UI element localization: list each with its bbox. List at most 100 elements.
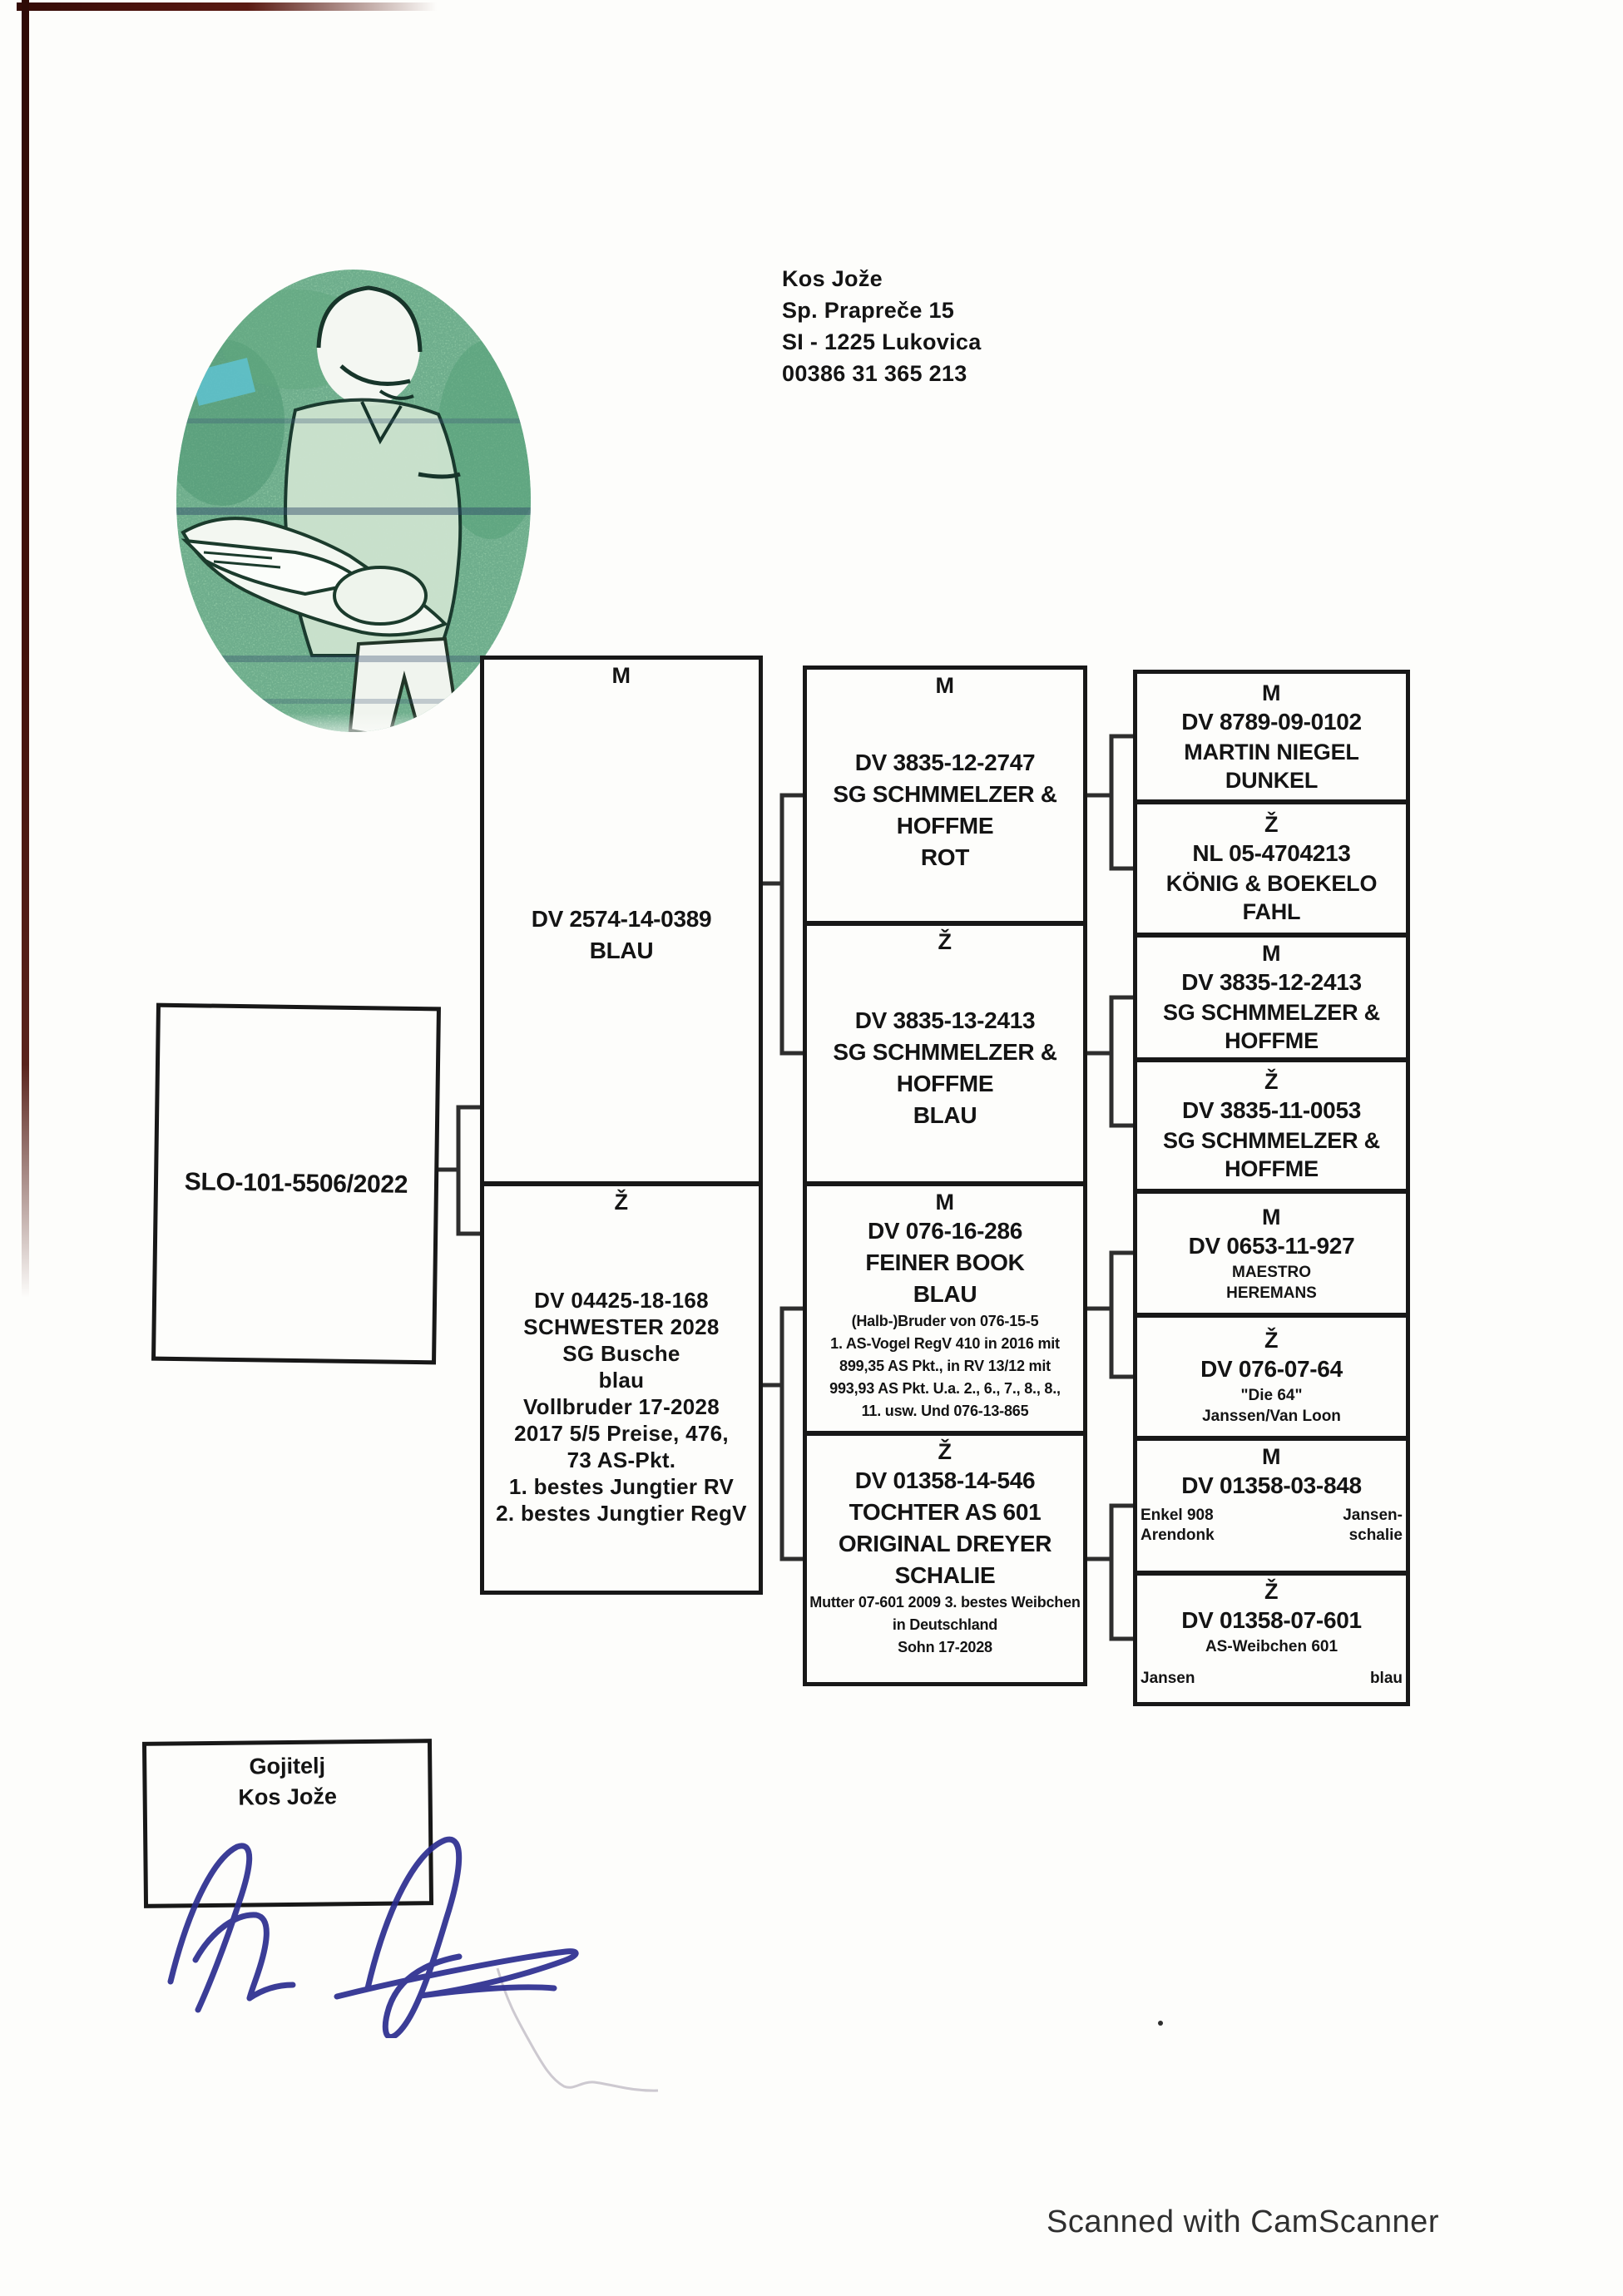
- sex-label: M: [611, 663, 631, 688]
- text-line: TOCHTER AS 601: [849, 1499, 1042, 1525]
- gen3-box-6: Ž DV 076-07-64 "Die 64"Janssen/Van Loon: [1133, 1314, 1410, 1440]
- signature: [167, 1836, 579, 2038]
- text-line: Jansen: [1141, 1670, 1195, 1687]
- ink-dot: [1158, 2021, 1163, 2026]
- ring-number: DV 01358-07-601: [1181, 1607, 1362, 1633]
- sex-label: M: [1262, 1444, 1281, 1469]
- sex-label: M: [1262, 1204, 1281, 1230]
- corner-note-right: blau: [1370, 1669, 1403, 1689]
- text-line: schalie: [1348, 1527, 1403, 1544]
- owner-address-line2: SI - 1225 Lukovica: [782, 329, 982, 354]
- owner-phone: 00386 31 365 213: [782, 361, 967, 386]
- text-line: SG SCHMMELZER &: [833, 780, 1057, 807]
- text-line: 11. usw. Und 076-13-865: [861, 1403, 1029, 1419]
- text-line: BLAU: [913, 1102, 977, 1128]
- ring-number: DV 3835-12-2413: [1181, 969, 1362, 995]
- scanner-credit: Scanned with CamScanner: [1047, 2204, 1439, 2239]
- sex-label: Ž: [1264, 1579, 1279, 1604]
- text-line: DV 3835-12-2747: [854, 749, 1036, 775]
- box-small-lines: AS-Weibchen 601: [1137, 1636, 1406, 1657]
- text-line: FAHL: [1242, 899, 1301, 924]
- text-line: DV 3835-13-2413: [854, 1007, 1036, 1033]
- box-lines: SG SCHMMELZER &HOFFME: [1137, 1126, 1406, 1183]
- text-line: DV 04425-18-168: [534, 1288, 709, 1313]
- owner-contact-block: Kos Jože Sp. Prapreče 15 SI - 1225 Lukov…: [782, 263, 982, 389]
- text-line: in Deutschland: [892, 1616, 998, 1633]
- gen3-box-4: Ž DV 3835-11-0053 SG SCHMMELZER &HOFFME: [1133, 1058, 1410, 1193]
- ring-number: DV 01358-03-848: [1181, 1472, 1362, 1498]
- text-line: HEREMANS: [1226, 1284, 1317, 1302]
- text-line: blau: [1369, 1670, 1403, 1687]
- text-line: HOFFME: [1225, 1028, 1319, 1053]
- text-line: KÖNIG & BOEKELO: [1165, 871, 1378, 896]
- box-small-lines: (Halb-)Bruder von 076-15-5 1. AS-Vogel Re…: [807, 1310, 1083, 1423]
- owner-name: Kos Jože: [782, 266, 883, 291]
- sex-label: Ž: [1264, 1328, 1279, 1353]
- text-line: Sohn 17-2028: [898, 1639, 992, 1655]
- text-line: BLAU: [589, 938, 654, 963]
- text-line: 2. bestes Jungtier RegV: [496, 1501, 747, 1526]
- ring-number: NL 05-4704213: [1192, 840, 1351, 866]
- box-lines: SG SCHMMELZER & HOFFME: [1137, 998, 1406, 1055]
- text-line: FEINER BOOK: [865, 1249, 1025, 1275]
- gen3-box-3: M DV 3835-12-2413 SG SCHMMELZER &HOFFME: [1133, 933, 1410, 1061]
- text-line: "Die 64": [1240, 1387, 1303, 1404]
- sex-label: M: [1262, 680, 1281, 705]
- sex-label: M: [935, 673, 955, 698]
- text-line: blau: [598, 1368, 645, 1393]
- text-line: HOFFME: [1225, 1156, 1319, 1181]
- text-line: HOFFME: [896, 812, 994, 839]
- sex-label: Ž: [938, 1439, 953, 1464]
- text-line: DV 01358-14-546: [854, 1467, 1036, 1493]
- text-line: MARTIN NIEGEL: [1184, 739, 1359, 765]
- text-line: AS-Weibchen 601: [1205, 1638, 1338, 1655]
- text-line: 2017 5/5 Preise, 476,: [514, 1421, 729, 1446]
- text-line: Jansen-: [1343, 1507, 1403, 1524]
- text-line: SG Busche: [562, 1341, 680, 1366]
- text-line: Arendonk: [1141, 1527, 1215, 1544]
- sex-label: Ž: [938, 929, 953, 954]
- text-line: 1. bestes Jungtier RV: [508, 1474, 735, 1499]
- sex-label: Ž: [1264, 812, 1279, 837]
- sex-label: Ž: [614, 1190, 629, 1215]
- box-small-lines: Mutter 07-601 2009 3. bestes Weibchen in …: [807, 1591, 1083, 1659]
- box-lines: KÖNIG & BOEKELO FAHL: [1137, 869, 1406, 926]
- text-line: (Halb-)Bruder von 076-15-5: [851, 1313, 1039, 1329]
- breeder-photo: [176, 270, 531, 732]
- text-line: SCHWESTER 2028: [523, 1314, 720, 1339]
- scan-border-top: [17, 2, 437, 11]
- sex-label: Ž: [1264, 1069, 1279, 1094]
- gen3-box-2: Ž NL 05-4704213 KÖNIG & BOEKELO FAHL: [1133, 800, 1410, 937]
- text-line: Vollbruder 17-2028: [522, 1394, 720, 1419]
- text-line: SG SCHMMELZER &: [1162, 1000, 1380, 1025]
- text-line: SG SCHMMELZER &: [833, 1039, 1057, 1065]
- box-small-lines: "Die 64"Janssen/Van Loon: [1137, 1385, 1406, 1427]
- corner-note-right: Jansen-schalie: [1343, 1506, 1403, 1546]
- subject-box: SLO-101-5506/2022: [151, 1002, 441, 1365]
- text-line: DUNKEL: [1225, 767, 1319, 793]
- text-line: ORIGINAL DREYER: [838, 1531, 1052, 1556]
- ring-number: DV 8789-09-0102: [1181, 708, 1362, 735]
- corner-note-left: Jansen: [1141, 1669, 1195, 1689]
- text-line: Mutter 07-601 2009 3. bestes Weibchen: [809, 1594, 1081, 1611]
- text-line: 73 AS-Pkt.: [567, 1447, 676, 1472]
- text-line: 899,35 AS Pkt., in RV 13/12 mit: [839, 1358, 1051, 1374]
- text-line: 1. AS-Vogel RegV 410 in 2016 mit: [830, 1335, 1060, 1352]
- text-line: DV 2574-14-0389: [531, 906, 712, 932]
- owner-address-line1: Sp. Prapreče 15: [782, 298, 955, 323]
